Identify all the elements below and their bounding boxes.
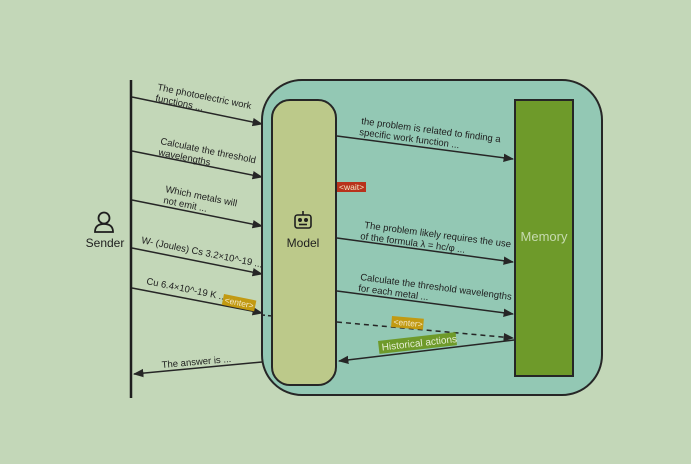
svg-text:<wait>: <wait> <box>339 182 364 192</box>
model-label: Model <box>287 236 320 250</box>
robot-icon <box>294 211 312 229</box>
sender-message-1: The photoelectric work functions ... <box>131 82 264 127</box>
sender-label: Sender <box>86 236 125 250</box>
reply-message: The answer is ... <box>132 354 263 378</box>
model-box <box>271 99 337 386</box>
sender-message-5: Cu 6.4×10^-19 K ... <enter> <box>131 276 264 316</box>
historical-actions: Historical actions <box>337 332 515 365</box>
sender-message-2: Calculate the threshold wavelengths <box>131 136 264 180</box>
user-icon <box>94 211 114 233</box>
sender-message-4: W- (Joules) Cs 3.2×10^-19 ... <box>131 235 263 277</box>
memory-box <box>514 99 574 377</box>
enter-tag-model: <enter> <box>391 316 424 330</box>
enter-tag-sender: <enter> <box>221 294 257 312</box>
enter-dash-entry <box>261 314 273 317</box>
wait-tag: <wait> <box>337 182 366 192</box>
svg-text:<enter>: <enter> <box>393 317 423 330</box>
enter-to-memory: <enter> <box>336 316 515 342</box>
memory-label: Memory <box>521 229 568 244</box>
sender-message-3: Which metals will not emit ... <box>131 184 264 229</box>
